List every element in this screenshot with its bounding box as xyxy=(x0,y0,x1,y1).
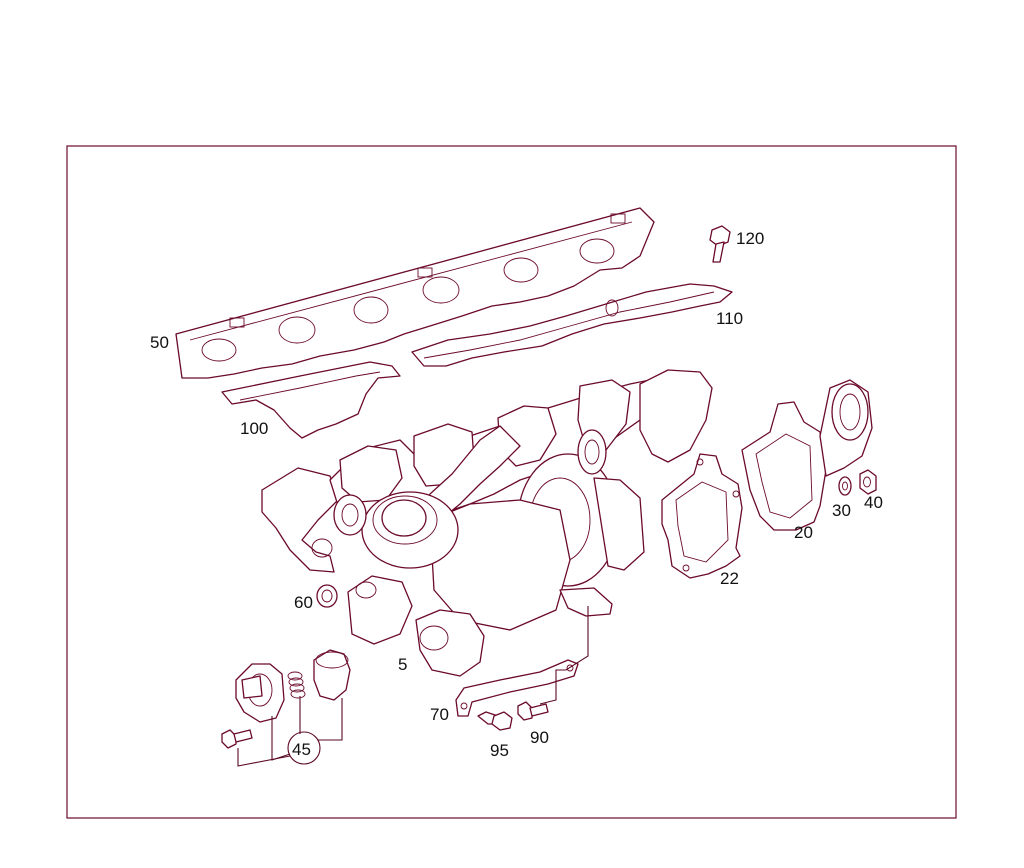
part-40-nut[interactable] xyxy=(859,469,877,495)
part-30-washer[interactable] xyxy=(838,476,852,496)
callout-95: 95 xyxy=(490,741,509,760)
part-20-elbow-pipe[interactable] xyxy=(741,379,873,531)
part-45-actuator-kit[interactable] xyxy=(221,649,351,749)
leader-lines xyxy=(237,606,589,767)
callout-100: 100 xyxy=(240,419,268,438)
part-100-heat-shield-lower[interactable] xyxy=(221,361,401,439)
callout-22: 22 xyxy=(720,569,739,588)
callout-110: 110 xyxy=(716,309,743,328)
part-110-heat-shield[interactable] xyxy=(411,283,733,367)
callout-70: 70 xyxy=(430,705,449,724)
callout-20: 20 xyxy=(794,523,813,542)
callout-40: 40 xyxy=(864,493,883,512)
part-120-bolt[interactable] xyxy=(709,225,731,263)
part-70-bracket[interactable] xyxy=(455,659,579,717)
callout-30: 30 xyxy=(832,501,851,520)
callout-90: 90 xyxy=(530,728,549,747)
part-90-bolt[interactable] xyxy=(517,701,549,721)
callout-5: 5 xyxy=(398,655,407,674)
callout-45: 45 xyxy=(292,740,311,759)
part-50-manifold-gasket[interactable] xyxy=(175,207,655,379)
part-60-clamp[interactable] xyxy=(316,584,338,608)
callout-50: 50 xyxy=(150,333,169,352)
diagram-frame xyxy=(66,145,957,819)
callout-60: 60 xyxy=(294,593,313,612)
spring-icon xyxy=(287,671,306,699)
part-95-bolt[interactable] xyxy=(477,711,513,731)
part-5-turbocharger[interactable] xyxy=(261,369,713,677)
callout-120: 120 xyxy=(736,229,764,248)
part-22-gasket[interactable] xyxy=(661,453,743,579)
